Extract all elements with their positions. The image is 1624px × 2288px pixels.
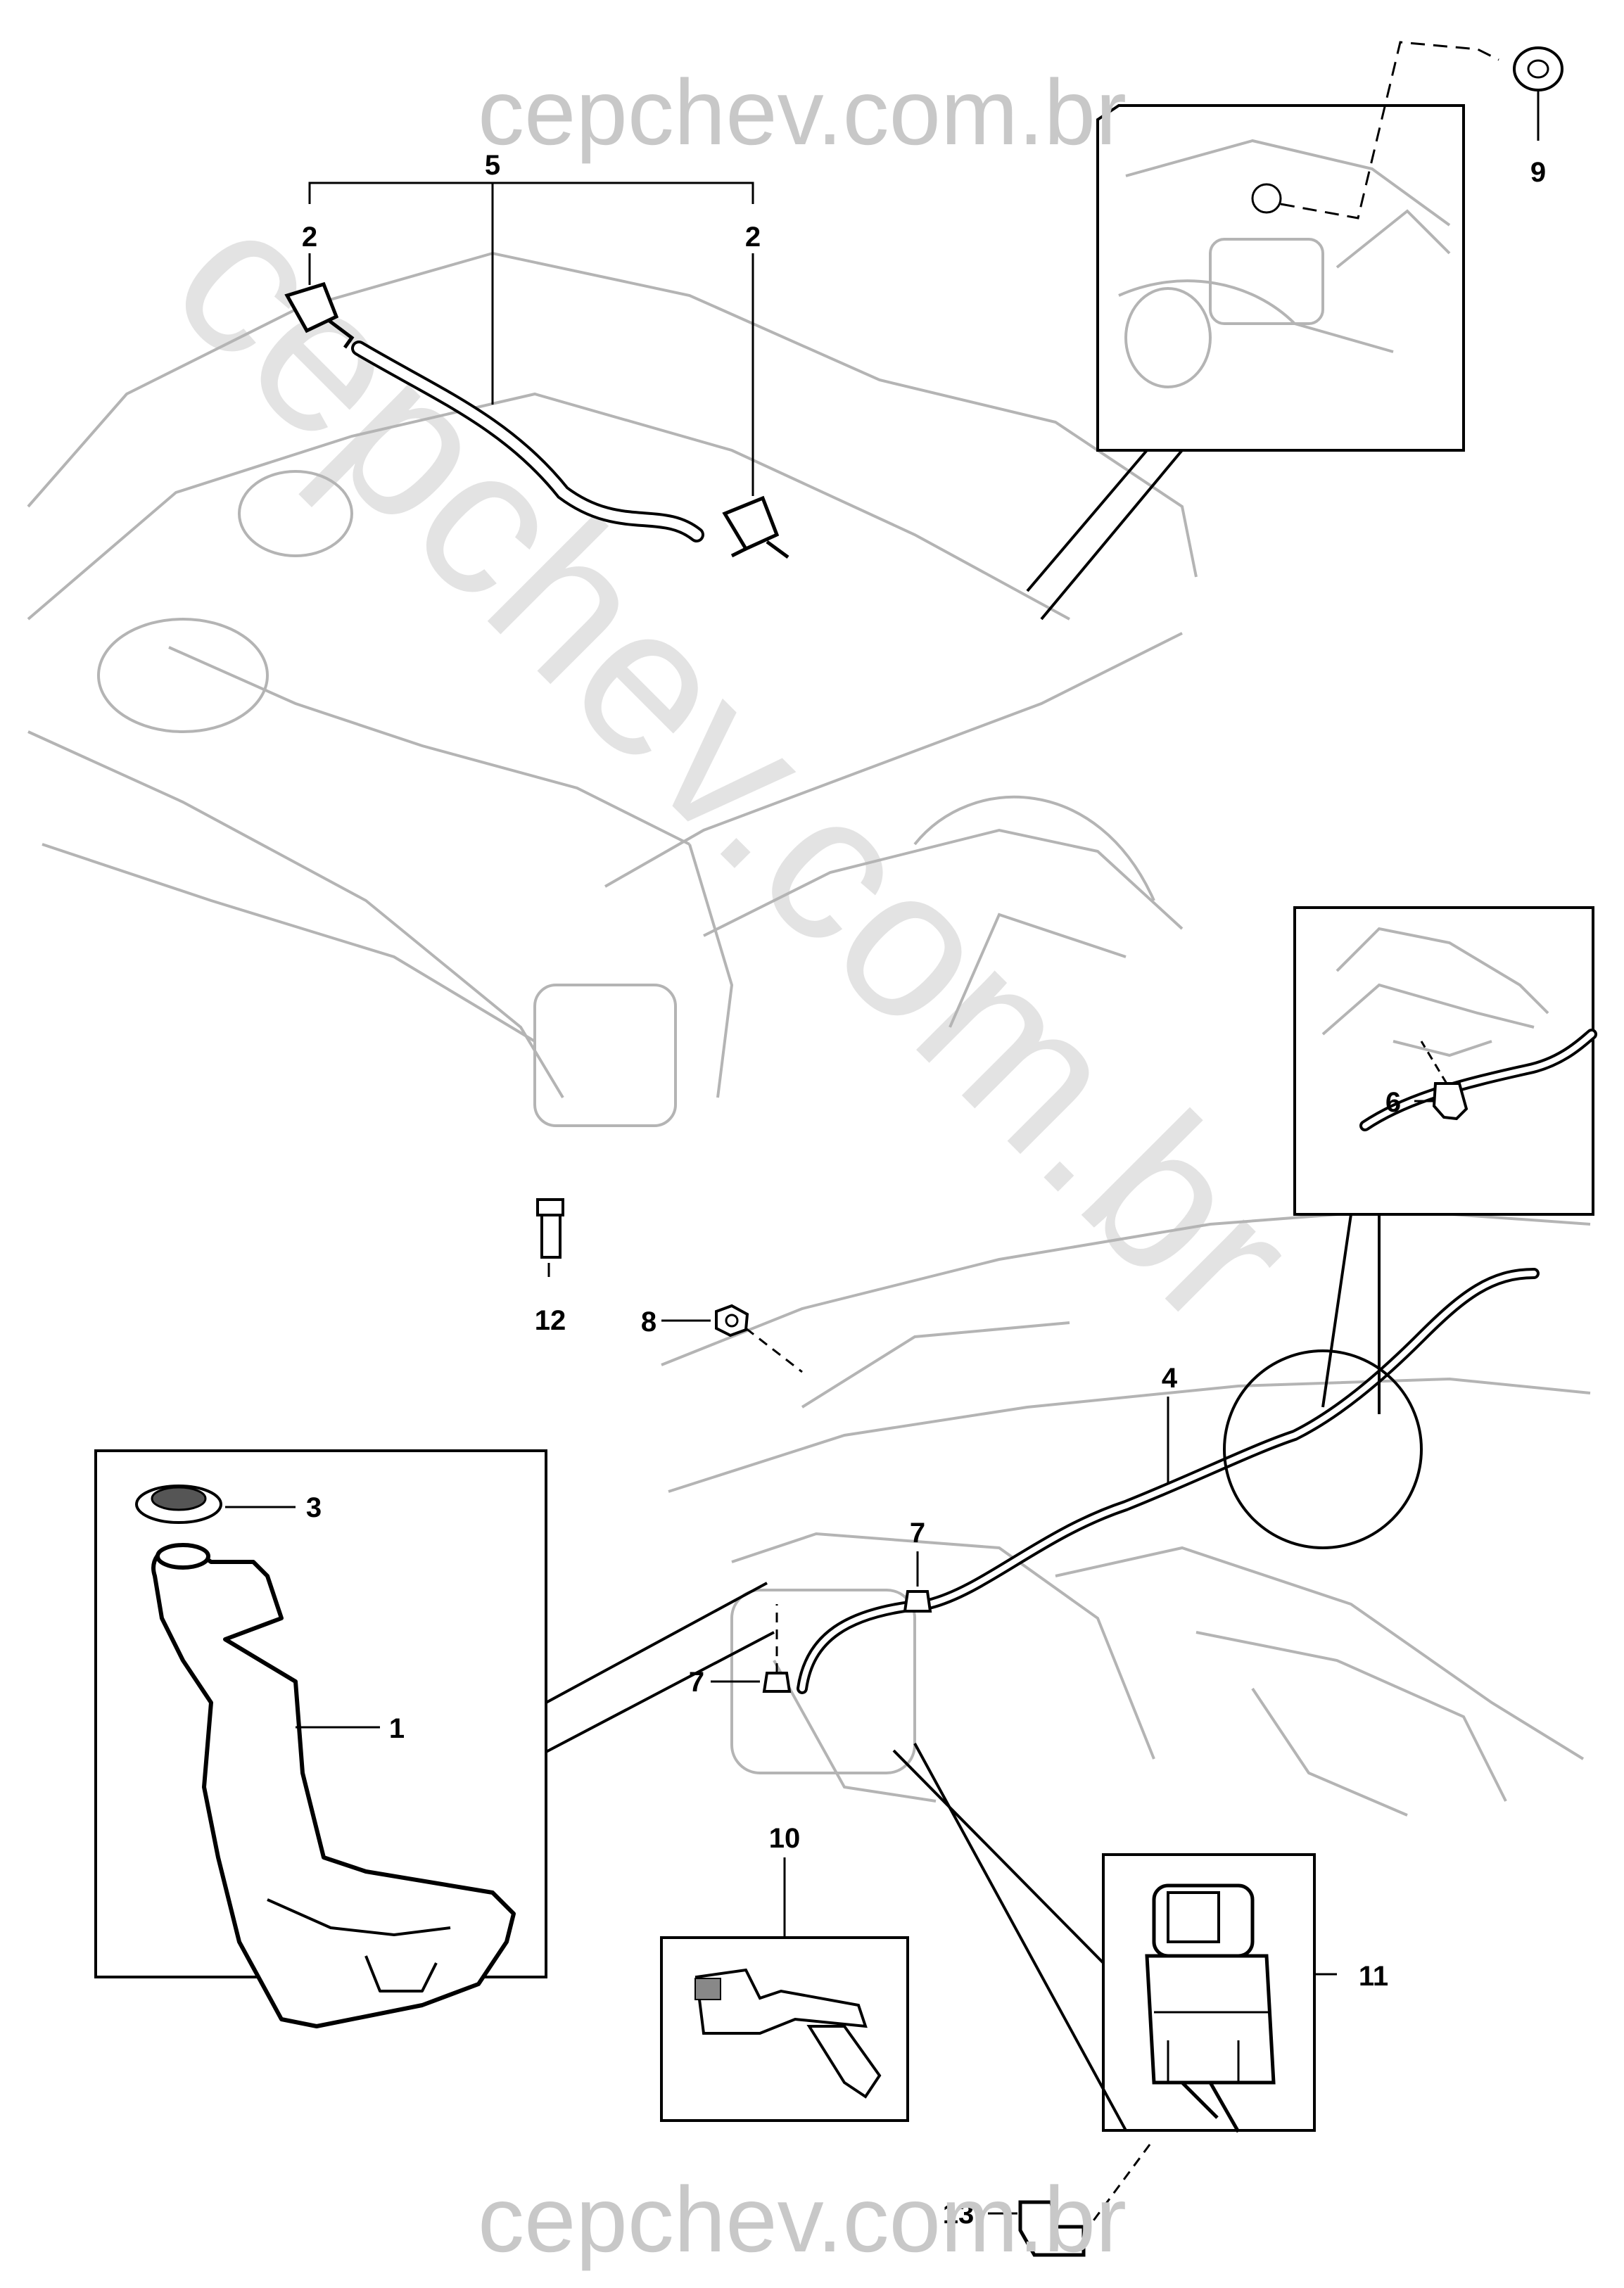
callout-8: 8: [641, 1307, 656, 1337]
elbow-fitting-part-13: [988, 2138, 1155, 2257]
clip-part-7-upper: [903, 1551, 932, 1613]
callout-13: 13: [943, 2199, 975, 2230]
washer-jet-left-part-2: [284, 253, 355, 349]
callout-9: 9: [1530, 157, 1546, 188]
callout-labels: 5 2 2 9 6 12 8 4 3 7 7 1 10 11 13: [302, 150, 1546, 2230]
washer-jet-right-part-2: [722, 253, 789, 559]
callout-5: 5: [485, 150, 500, 181]
callout-4: 4: [1162, 1363, 1178, 1394]
engine-bay-illustration: [27, 251, 1198, 1127]
inset-clip-detail: [1223, 906, 1597, 1549]
watermark-bottom: cepchev.com.br: [478, 2168, 1127, 2271]
callout-7-lower: 7: [689, 1667, 704, 1698]
callout-3: 3: [306, 1492, 322, 1523]
washer-hose-part-5: [308, 182, 754, 542]
callout-2-left: 2: [302, 222, 317, 253]
washer-hose-part-4: [797, 1268, 1540, 1694]
callout-10: 10: [769, 1823, 801, 1854]
callout-11: 11: [1359, 1961, 1388, 1992]
callout-12: 12: [535, 1305, 566, 1336]
grommet-part-9: [1513, 46, 1563, 141]
inset-jet-detail: [1026, 41, 1499, 621]
callout-1: 1: [389, 1713, 405, 1744]
watermark-top: cepchev.com.br: [478, 61, 1127, 164]
nut-part-8: [661, 1304, 803, 1373]
callout-7-upper: 7: [910, 1518, 925, 1549]
hole-marker: [1251, 183, 1282, 214]
reservoir-part-1: [151, 1543, 516, 2028]
callout-6: 6: [1385, 1087, 1401, 1118]
pump-box: [892, 1743, 1337, 2133]
level-sensor-box: [660, 1857, 909, 2122]
bolt-part-12: [536, 1198, 564, 1277]
reservoir-cap-part-3: [135, 1485, 296, 1524]
callout-2-right: 2: [745, 222, 761, 253]
clip-part-7-lower: [711, 1604, 792, 1693]
